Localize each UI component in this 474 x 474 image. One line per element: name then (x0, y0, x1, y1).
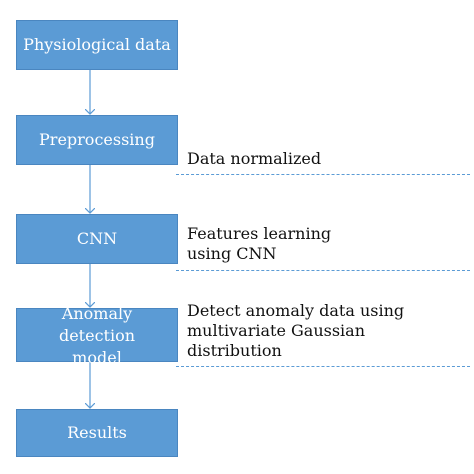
step-anomaly-detection-model: Anomaly detection model (16, 304, 178, 367)
step-results: Results (16, 409, 178, 457)
step-physiological-data: Physiological data (16, 20, 178, 70)
separator-dashed-line (176, 366, 470, 367)
step-cnn: CNN (16, 214, 178, 264)
step-label: CNN (76, 229, 118, 248)
step-label: Physiological data (23, 35, 171, 54)
separator-dashed-line (176, 174, 470, 175)
step-preprocessing: Preprocessing (16, 115, 178, 165)
step-label: Results (67, 423, 127, 442)
step-label: Anomaly detection model (58, 304, 136, 367)
note-data-normalized: Data normalized (187, 149, 322, 168)
step-label: Preprocessing (39, 130, 155, 149)
separator-dashed-line (176, 270, 470, 271)
note-detect-anomaly: Detect anomaly data using multivariate G… (187, 301, 405, 360)
note-features-learning: Features learning using CNN (187, 224, 332, 263)
